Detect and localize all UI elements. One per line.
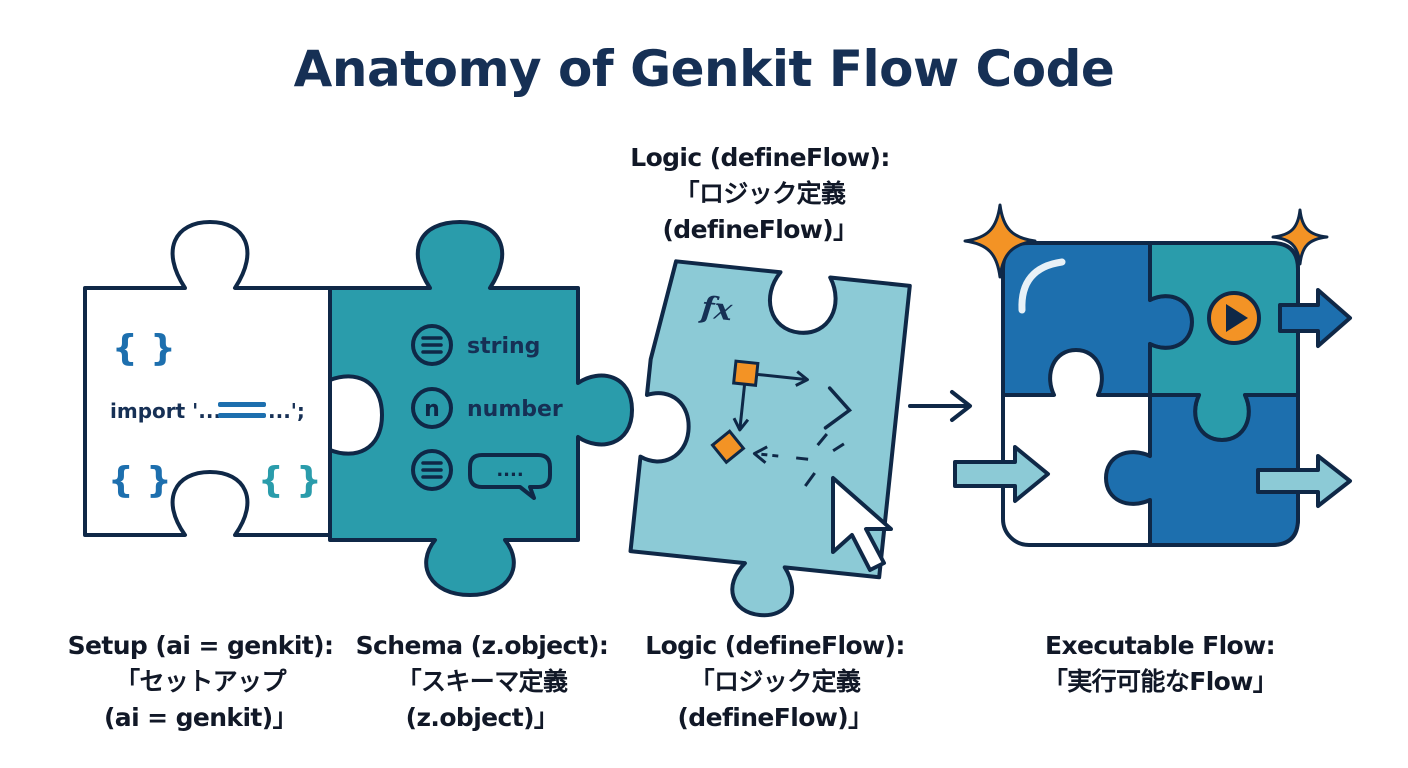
- top-logic-label-line3: (defineFlow)」: [662, 215, 858, 244]
- play-icon: [1207, 291, 1261, 345]
- flow-piece-bottom-right: [1104, 393, 1300, 547]
- top-logic-label-line2: 「ロジック定義: [674, 179, 846, 208]
- flow-node-start: [732, 359, 760, 387]
- curly-brace-icon-bottom-right: { }: [258, 460, 322, 501]
- chevron-right-icon: [823, 386, 853, 430]
- import-statement-tail: ...';: [268, 399, 305, 423]
- caption-logic: Logic (defineFlow): 「ロジック定義 (defineFlow)…: [630, 628, 920, 736]
- caption-schema-line1: Schema (z.object):: [355, 631, 609, 660]
- caption-executable: Executable Flow: 「実行可能なFlow」: [1020, 628, 1300, 700]
- speech-bubble-icon: ....: [468, 453, 552, 500]
- arrow-right-icon: [908, 390, 972, 422]
- caption-schema-line2: 「スキーマ定義: [396, 667, 568, 696]
- caption-executable-line1: Executable Flow:: [1044, 631, 1276, 660]
- page-title: Anatomy of Genkit Flow Code: [293, 40, 1115, 98]
- function-icon: fx: [698, 290, 735, 328]
- sparkle-icon-left: [963, 203, 1037, 279]
- svg-text:....: ....: [496, 460, 523, 481]
- caption-logic-line3: (defineFlow)」: [677, 703, 873, 732]
- import-placeholder-bar-1: [218, 402, 266, 407]
- logic-puzzle-piece: [628, 259, 912, 618]
- caption-schema-line3: (z.object)」: [405, 703, 559, 732]
- caption-logic-line1: Logic (defineFlow):: [645, 631, 905, 660]
- import-statement: import '...: [110, 399, 221, 423]
- caption-setup-line1: Setup (ai = genkit):: [67, 631, 334, 660]
- top-logic-label: Logic (defineFlow): 「ロジック定義 (defineFlow)…: [610, 140, 910, 248]
- cursor-icon: [831, 476, 893, 572]
- curly-brace-icon-top: { }: [112, 328, 176, 369]
- top-logic-label-line1: Logic (defineFlow):: [630, 143, 890, 172]
- svg-text:n: n: [424, 397, 440, 422]
- flow-node-end: [710, 429, 746, 465]
- caption-setup-line2: 「セットアップ: [115, 667, 286, 696]
- sparkle-icon-right: [1271, 208, 1329, 266]
- executable-flow-puzzle: [1001, 241, 1300, 547]
- caption-schema: Schema (z.object): 「スキーマ定義 (z.object)」: [342, 628, 622, 736]
- output-arrow-bottom-icon: [1256, 454, 1352, 508]
- list-icon-object: [411, 449, 453, 491]
- caption-setup: Setup (ai = genkit): 「セットアップ (ai = genki…: [58, 628, 343, 736]
- number-icon: n: [411, 387, 453, 429]
- caption-executable-line2: 「実行可能なFlow」: [1042, 667, 1278, 696]
- caption-logic-line2: 「ロジック定義: [689, 667, 861, 696]
- input-arrow-left-icon: [953, 445, 1050, 503]
- schema-string-label: string: [467, 334, 540, 359]
- schema-number-label: number: [467, 397, 563, 422]
- schema-puzzle-piece: [328, 220, 634, 597]
- curly-brace-icon-bottom-left: { }: [108, 460, 172, 501]
- caption-setup-line3: (ai = genkit)」: [103, 703, 298, 732]
- import-placeholder-bar-2: [218, 413, 266, 418]
- list-icon-string: [411, 324, 453, 366]
- output-arrow-top-icon: [1278, 288, 1352, 348]
